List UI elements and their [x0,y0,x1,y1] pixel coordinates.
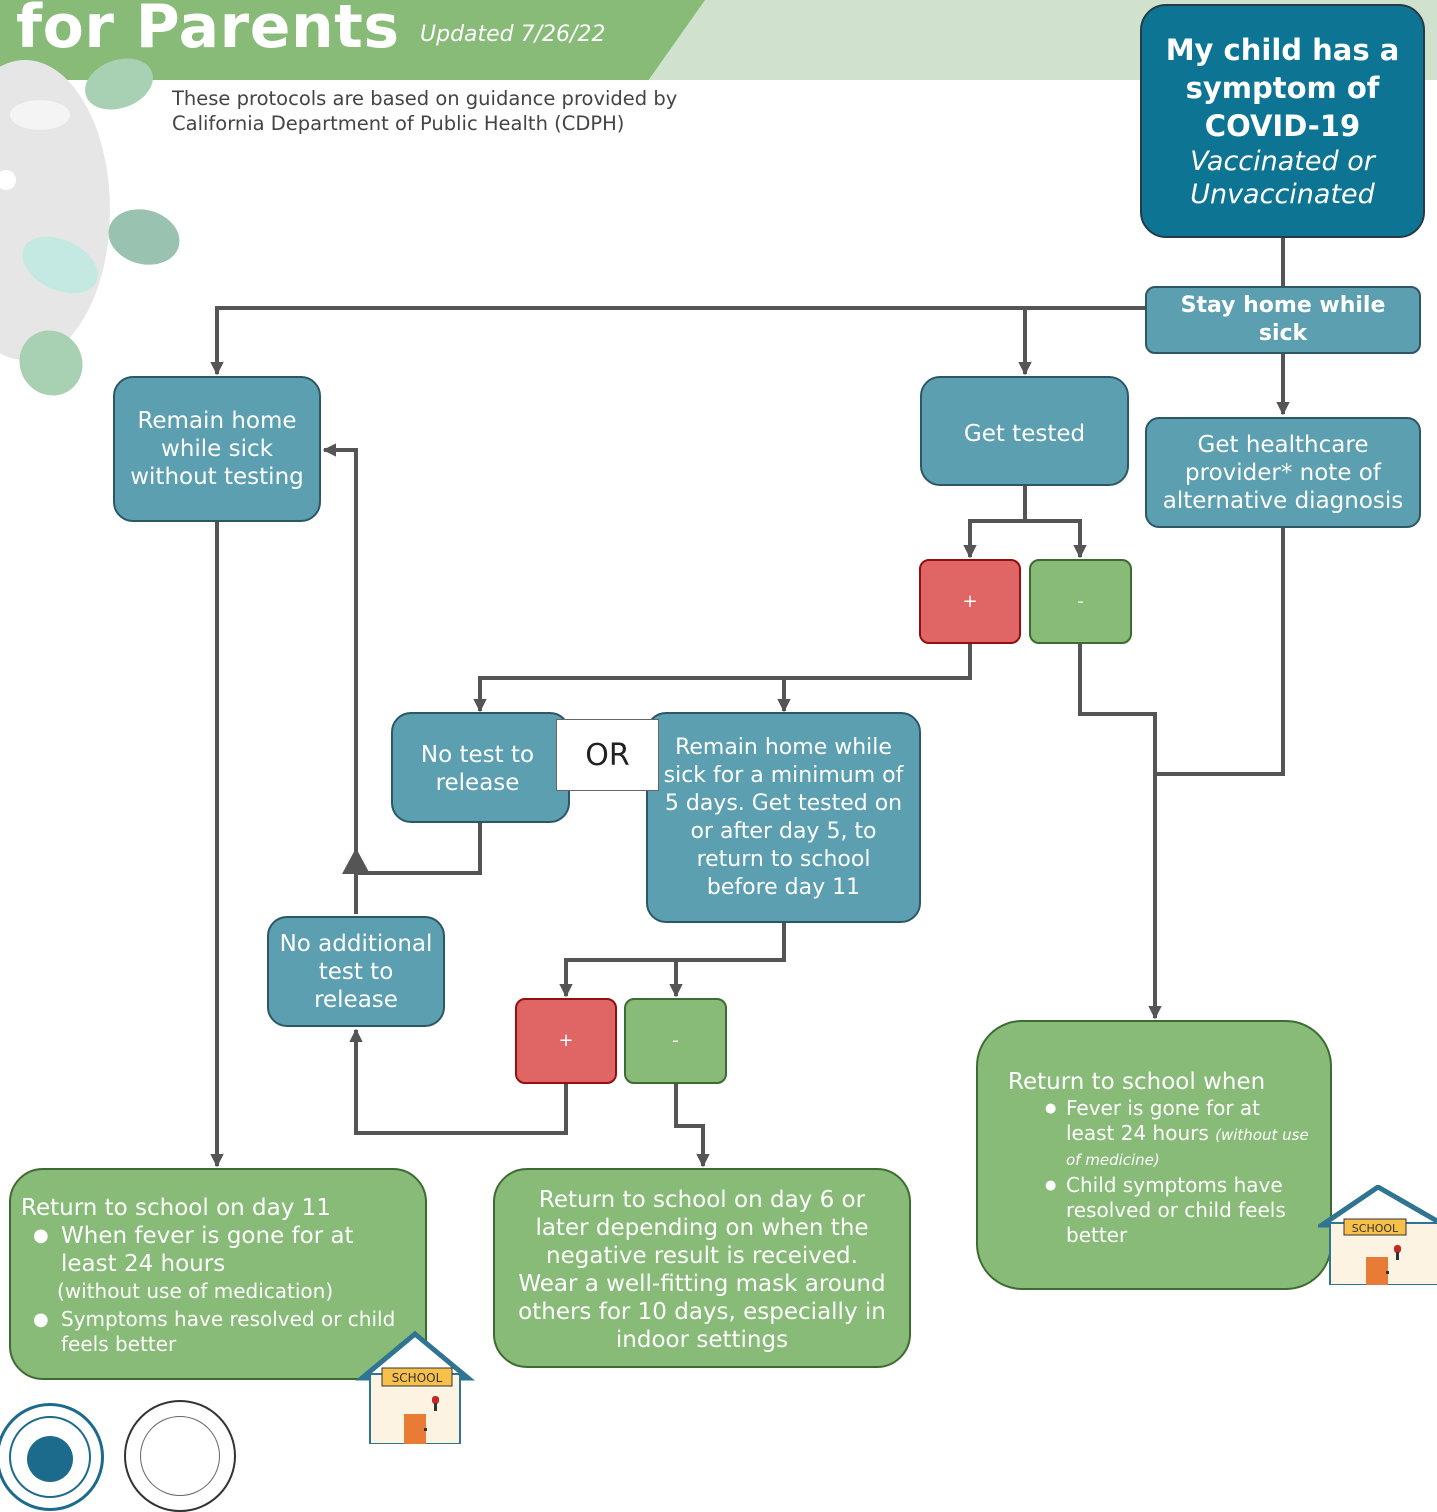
return-when-heading: Return to school when [1008,1069,1266,1095]
start-symptom-box: My child has a symptom of COVID-19 Vacci… [1140,4,1425,238]
county-seal-icon [0,1403,104,1511]
return-when-bullet-2: ● Child symptoms have resolved or child … [1045,1173,1286,1247]
school-sign-1: SCHOOL [392,1371,443,1385]
negative-result-box-2: - [624,998,727,1084]
page-title: for Parents [16,0,400,62]
county-seal-icon [124,1400,236,1512]
return-when-bullet-1-note: (without use of medicine) [1066,1126,1309,1169]
no-test-release-box: No test to release [391,712,570,823]
positive-result-box-1: + [919,559,1021,644]
remain-home-five-days-box: Remain home while sick for a minimum of … [646,712,921,923]
negative-result-box-1: - [1029,559,1132,644]
start-subheading: Vaccinated or Unvaccinated [1190,146,1375,210]
return-day-6-box: Return to school on day 6 or later depen… [493,1168,911,1368]
school-house-icon: SCHOOL [355,1330,475,1444]
school-house-icon: SCHOOL [1318,1185,1437,1285]
return-when-bullet-1: ● Fever is gone for at least 24 hours (w… [1045,1096,1309,1169]
no-additional-test-box: No additional test to release [267,916,445,1027]
guidance-note: These protocols are based on guidance pr… [172,87,678,135]
updated-date: Updated 7/26/22 [420,22,606,47]
return-when-box: Return to school when ● Fever is gone fo… [976,1020,1332,1290]
return-day-11-bullet-1-note: (without use of medication) [57,1279,334,1303]
return-day-11-bullet-1: ● When fever is gone for at least 24 hou… [33,1223,354,1277]
or-label: OR [556,719,659,791]
flow-connectors [210,238,1290,1168]
get-tested-box: Get tested [920,376,1129,486]
positive-result-box-2: + [515,998,617,1084]
start-heading: My child has a symptom of COVID-19 [1165,33,1400,143]
return-day-11-heading: Return to school on day 11 [21,1195,331,1221]
return-day-11-bullet-2: ● Symptoms have resolved or child feels … [33,1307,396,1356]
return-day-11-box: Return to school on day 11 ● When fever … [9,1168,427,1380]
stay-home-box: Stay home while sick [1145,286,1421,354]
healthcare-note-box: Get healthcare provider* note of alterna… [1145,417,1421,528]
school-sign-2: SCHOOL [1352,1222,1399,1235]
return-day-6-text: Return to school on day 6 or later depen… [518,1187,886,1353]
remain-home-no-testing-box: Remain home while sick without testing [113,376,321,522]
